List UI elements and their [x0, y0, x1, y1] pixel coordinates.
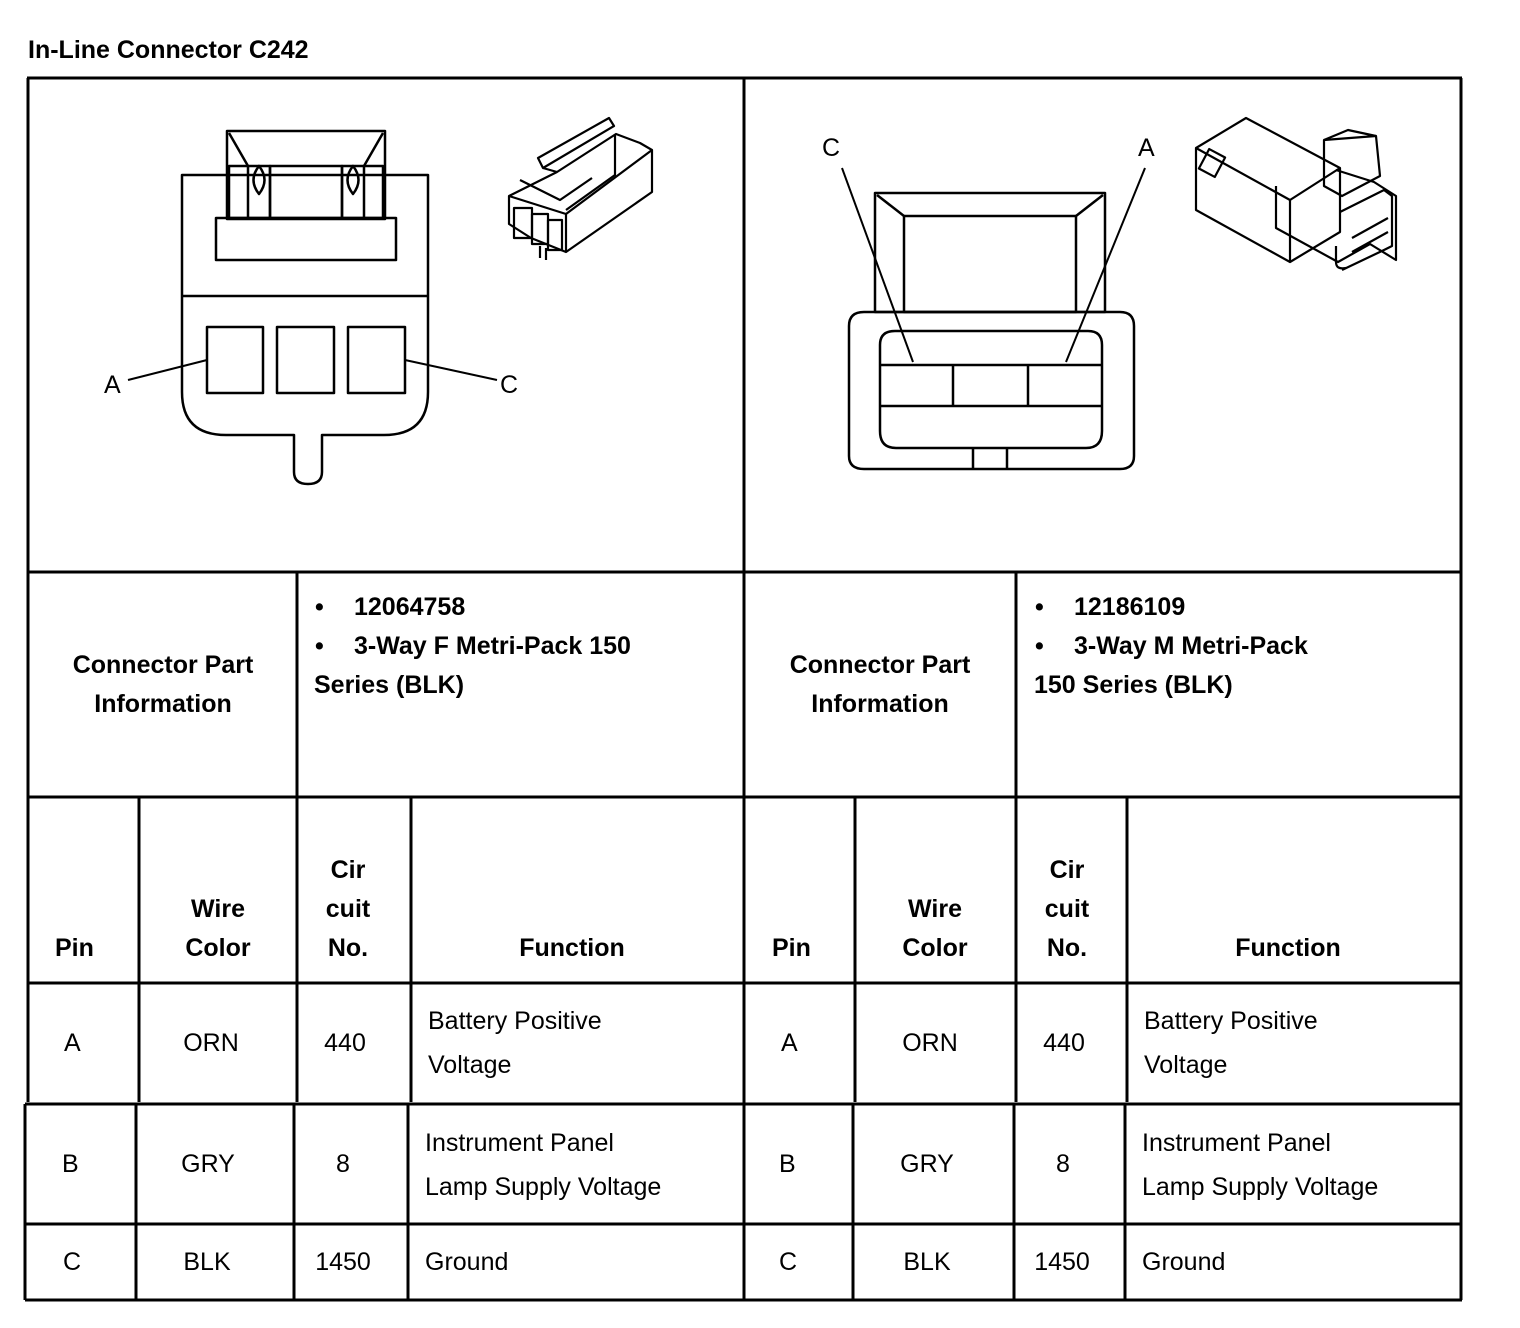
function-cell: Battery Positive — [1144, 1007, 1318, 1035]
header-circuit-no: Cir — [1049, 856, 1085, 884]
male-connector-face-drawing — [847, 191, 1136, 471]
part-description: 3-Way M Metri-Pack — [1074, 632, 1308, 660]
part-description: Series (BLK) — [314, 671, 465, 699]
function-cell: Ground — [425, 1248, 509, 1276]
part-description: 150 Series (BLK) — [1034, 671, 1233, 699]
female-connector-isometric-drawing — [507, 116, 654, 260]
connector-part-info-label: Connector Part — [789, 651, 971, 679]
circuit-cell: 1450 — [315, 1248, 371, 1276]
pin-cell: A — [64, 1029, 81, 1057]
pin-cell: B — [779, 1150, 796, 1178]
bullet-icon: • — [1035, 593, 1044, 621]
wire-color-cell: GRY — [900, 1150, 954, 1178]
female-connector-face-drawing — [180, 129, 430, 486]
left-pin-a-label: A — [104, 371, 121, 399]
part-description: 3-Way F Metri-Pack 150 — [354, 632, 631, 660]
connector-part-info-label: Connector Part — [72, 651, 254, 679]
page-title: In-Line Connector C242 — [28, 36, 309, 64]
header-function: Function — [519, 934, 625, 962]
function-cell: Instrument Panel — [1142, 1129, 1331, 1157]
header-pin: Pin — [772, 934, 811, 962]
bullet-icon: • — [1035, 632, 1044, 660]
right-pin-a-label: A — [1138, 134, 1155, 162]
function-cell: Lamp Supply Voltage — [425, 1173, 662, 1201]
pin-leader-lines-right — [841, 167, 1146, 363]
part-number: 12064758 — [354, 593, 466, 621]
circuit-cell: 440 — [324, 1029, 366, 1057]
function-cell: Voltage — [1144, 1051, 1228, 1079]
connector-part-info-label: Information — [94, 690, 232, 718]
header-wire-color: Color — [902, 934, 968, 962]
function-cell: Lamp Supply Voltage — [1142, 1173, 1379, 1201]
header-wire-color: Color — [185, 934, 251, 962]
header-function: Function — [1235, 934, 1341, 962]
header-wire-color: Wire — [191, 895, 245, 923]
circuit-cell: 8 — [1056, 1150, 1070, 1178]
pin-cell: C — [779, 1248, 798, 1276]
part-number: 12186109 — [1074, 593, 1186, 621]
header-wire-color: Wire — [908, 895, 962, 923]
header-circuit-no: cuit — [1044, 895, 1090, 923]
header-circuit-no: Cir — [330, 856, 366, 884]
wire-color-cell: GRY — [181, 1150, 235, 1178]
wire-color-cell: BLK — [183, 1248, 231, 1276]
header-circuit-no: No. — [1046, 934, 1088, 962]
connector-part-info-label: Information — [811, 690, 949, 718]
left-pin-c-label: C — [500, 371, 519, 399]
circuit-cell: 1450 — [1034, 1248, 1090, 1276]
right-pin-c-label: C — [822, 134, 841, 162]
bullet-icon: • — [315, 593, 324, 621]
header-circuit-no: No. — [327, 934, 369, 962]
function-cell: Voltage — [428, 1051, 512, 1079]
function-cell: Ground — [1142, 1248, 1226, 1276]
function-cell: Battery Positive — [428, 1007, 602, 1035]
circuit-cell: 8 — [336, 1150, 350, 1178]
pin-leader-lines-left — [127, 359, 498, 381]
wire-color-cell: BLK — [903, 1248, 951, 1276]
pin-cell: A — [781, 1029, 798, 1057]
wire-color-cell: ORN — [902, 1029, 958, 1057]
header-circuit-no: cuit — [325, 895, 371, 923]
bullet-icon: • — [315, 632, 324, 660]
circuit-cell: 440 — [1043, 1029, 1085, 1057]
function-cell: Instrument Panel — [425, 1129, 614, 1157]
header-pin: Pin — [55, 934, 94, 962]
wire-color-cell: ORN — [183, 1029, 239, 1057]
pin-cell: C — [63, 1248, 82, 1276]
male-connector-isometric-drawing — [1194, 116, 1398, 271]
pin-cell: B — [62, 1150, 79, 1178]
